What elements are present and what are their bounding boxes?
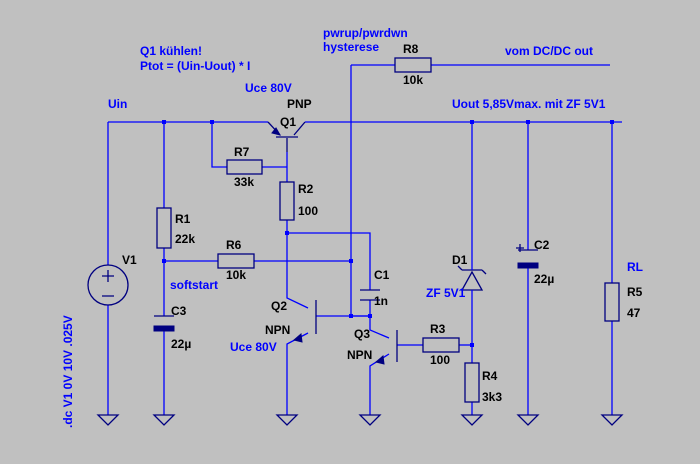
transistor-q2 [292,300,317,343]
v1-name: V1 [122,253,137,267]
q3-name: Q3 [354,327,370,341]
r7-name: R7 [234,145,250,159]
capacitor-c1 [360,289,380,301]
note-q1-ptot: Ptot = (Uin-Uout) * I [140,59,250,73]
net-uin: Uin [108,97,127,111]
resistor-r4 [464,362,480,403]
c3-name: C3 [171,304,187,318]
r4-name: R4 [482,369,498,383]
resistor-r6 [217,253,255,269]
r5-value: 47 [627,306,641,320]
q2-type: NPN [265,323,290,337]
r4-value: 3k3 [482,390,502,404]
note-rl: RL [627,260,643,274]
d1-name: D1 [452,253,468,267]
resistor-r7 [226,159,263,175]
r8-name: R8 [403,42,419,56]
c2-value: 22µ [534,272,554,286]
note-q1-uce: Uce 80V [245,81,292,95]
note-from-dcdc: vom DC/DC out [505,44,593,58]
r1-name: R1 [175,212,191,226]
junctions [162,120,614,347]
resistor-r5 [604,282,620,322]
net-uout: Uout 5,85Vmax. mit ZF 5V1 [452,97,606,111]
capacitor-c2 [516,244,539,269]
r6-value: 10k [226,268,246,282]
resistor-r3 [422,337,460,353]
wires [107,64,622,415]
source-v1 [87,264,129,306]
r2-name: R2 [298,182,314,196]
note-q1-cooling: Q1 kühlen! [140,44,202,58]
q1-type: PNP [287,97,312,111]
note-hysteresis-1: pwrup/pwrdwn [323,26,408,40]
r2-value: 100 [298,204,318,218]
resistor-r1 [156,207,172,249]
q1-name: Q1 [280,115,296,129]
zener-diode-d1 [457,262,487,296]
transistor-q3 [374,330,398,365]
r3-value: 100 [430,353,450,367]
c1-value: 1n [374,294,388,308]
r7-value: 33k [234,175,254,189]
q3-type: NPN [347,348,372,362]
note-softstart: softstart [170,278,218,292]
c2-name: C2 [534,238,550,252]
capacitor-c3 [153,315,175,332]
transistor-q1 [267,121,306,152]
r1-value: 22k [175,232,195,246]
r3-name: R3 [430,322,446,336]
note-q2-uce: Uce 80V [230,340,277,354]
resistor-r2 [279,181,295,221]
sim-directive: .dc V1 0V 10V .025V [61,315,75,428]
c1-name: C1 [374,268,390,282]
r8-value: 10k [403,73,423,87]
note-hysteresis-2: hysterese [323,40,379,54]
note-d1-type: ZF 5V1 [426,286,466,300]
r5-name: R5 [627,285,643,299]
q2-name: Q2 [271,299,287,313]
ground-symbols [96,414,624,426]
resistor-r8 [394,57,432,73]
c3-value: 22µ [171,337,191,351]
r6-name: R6 [226,238,242,252]
